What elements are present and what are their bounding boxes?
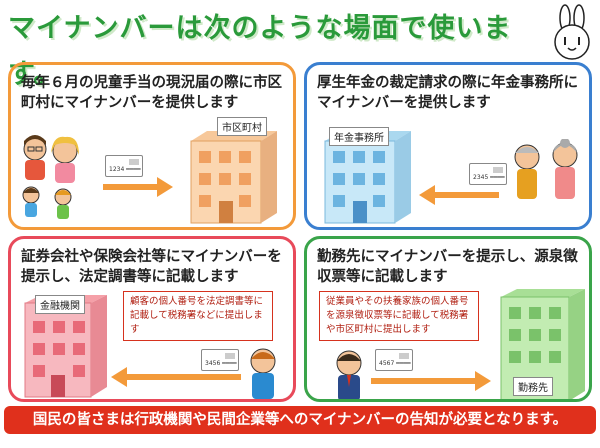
building-label: 金融機関 bbox=[35, 295, 85, 314]
arrow-left-icon bbox=[419, 185, 499, 205]
arrow-right-icon bbox=[103, 177, 173, 197]
panel-child-allowance: 毎年６月の児童手当の現況届の際に市区町村にマイナンバーを提供します 1234 ━… bbox=[8, 62, 296, 230]
panel-text: 厚生年金の裁定請求の際に年金事務所にマイナンバーを提供します bbox=[317, 75, 578, 111]
my-number-card: 2345 ━━━━ bbox=[469, 163, 507, 185]
card-chip bbox=[129, 159, 139, 165]
arrow-right-icon bbox=[371, 371, 491, 391]
person-illustration bbox=[329, 347, 369, 399]
my-number-card: 4567 ━━━━ bbox=[375, 349, 413, 371]
my-number-card: 3456 ━━━━ bbox=[201, 349, 239, 371]
building-label: 勤務先 bbox=[513, 377, 553, 396]
card-chip bbox=[493, 167, 503, 173]
card-number: 1234 ━━━━ bbox=[109, 166, 141, 173]
note-box: 従業員やその扶養家族の個人番号を源泉徴収票等に記載して税務署や市区町村に提出しま… bbox=[319, 291, 479, 341]
card-number: 3456 ━━━━ bbox=[205, 360, 237, 367]
my-number-card: 1234 ━━━━ bbox=[105, 155, 143, 177]
family-illustration bbox=[17, 133, 99, 225]
note-box: 顧客の個人番号を法定調書等に記載して税務署などに提出します bbox=[123, 291, 273, 341]
page-title: マイナンバーは次のような場面で使います。 bbox=[8, 13, 512, 90]
panel-text: 勤務先にマイナンバーを提示し、源泉徴収票等に記載します bbox=[317, 249, 578, 285]
panel-securities: 証券会社や保険会社等にマイナンバーを提示し、法定調書等に記載します 金融機関 顧… bbox=[8, 236, 296, 402]
panel-text: 証券会社や保険会社等にマイナンバーを提示し、法定調書等に記載します bbox=[21, 249, 282, 285]
arrow-left-icon bbox=[111, 367, 241, 387]
bottom-banner: 国民の皆さまは行政機関や民間企業等へのマイナンバーの告知が必要となります。 bbox=[4, 406, 596, 434]
city-office-building bbox=[181, 121, 281, 225]
panel-employer: 勤務先にマイナンバーを提示し、源泉徴収票等に記載します 従業員やその扶養家族の個… bbox=[304, 236, 592, 402]
card-number: 4567 ━━━━ bbox=[379, 360, 411, 367]
person-illustration bbox=[243, 345, 283, 399]
mascot-rabbit-icon bbox=[548, 4, 596, 60]
panel-pension: 厚生年金の裁定請求の際に年金事務所にマイナンバーを提供します 年金事務所 234… bbox=[304, 62, 592, 230]
panel-text: 毎年６月の児童手当の現況届の際に市区町村にマイナンバーを提供します bbox=[21, 75, 282, 111]
building-label: 年金事務所 bbox=[329, 127, 389, 146]
card-chip bbox=[399, 353, 409, 359]
building-label: 市区町村 bbox=[217, 117, 267, 136]
card-chip bbox=[225, 353, 235, 359]
card-number: 2345 ━━━━ bbox=[473, 174, 505, 181]
elderly-couple-illustration bbox=[507, 139, 589, 211]
